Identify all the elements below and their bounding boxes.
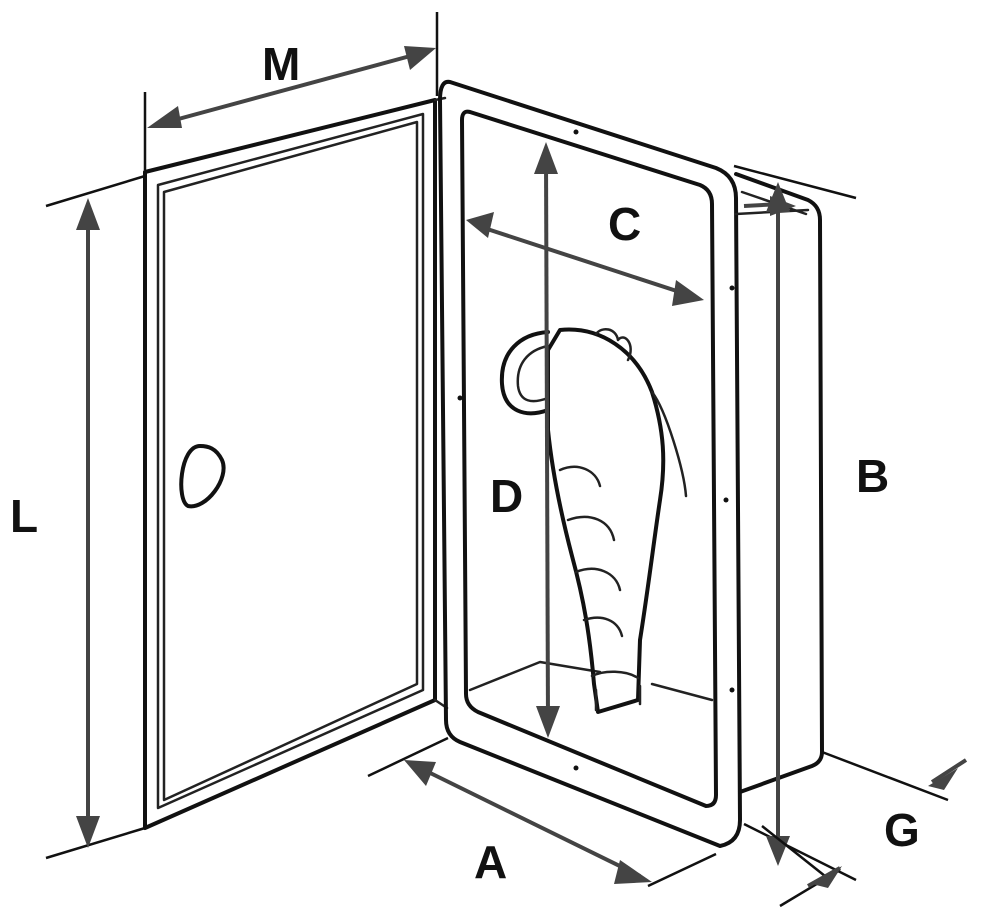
door-outer-edge xyxy=(143,98,437,830)
dimension-A xyxy=(367,736,717,888)
dimension-L xyxy=(45,174,146,860)
handset-hose-loop xyxy=(499,330,550,416)
frame-opening xyxy=(460,109,718,808)
shower-handset xyxy=(499,327,688,714)
label-D: D xyxy=(490,470,523,522)
dimension-C xyxy=(466,212,704,306)
label-C: C xyxy=(608,198,641,250)
door xyxy=(143,96,449,830)
label-B: B xyxy=(856,450,889,502)
door-inner-panel xyxy=(156,112,425,810)
dimension-D xyxy=(534,142,560,738)
label-M: M xyxy=(262,38,300,90)
door-handle xyxy=(179,444,226,509)
frame-flange-outer xyxy=(438,79,742,848)
handset-body xyxy=(546,327,666,714)
label-L: L xyxy=(10,490,38,542)
box-side xyxy=(734,172,824,794)
label-A: A xyxy=(474,836,507,888)
cabinet-frame xyxy=(438,79,824,848)
dimension-G xyxy=(761,750,968,908)
label-G: G xyxy=(884,804,920,856)
dimension-M xyxy=(143,12,439,170)
door-inner-panel-2 xyxy=(162,120,419,802)
frame-screws xyxy=(457,129,735,771)
